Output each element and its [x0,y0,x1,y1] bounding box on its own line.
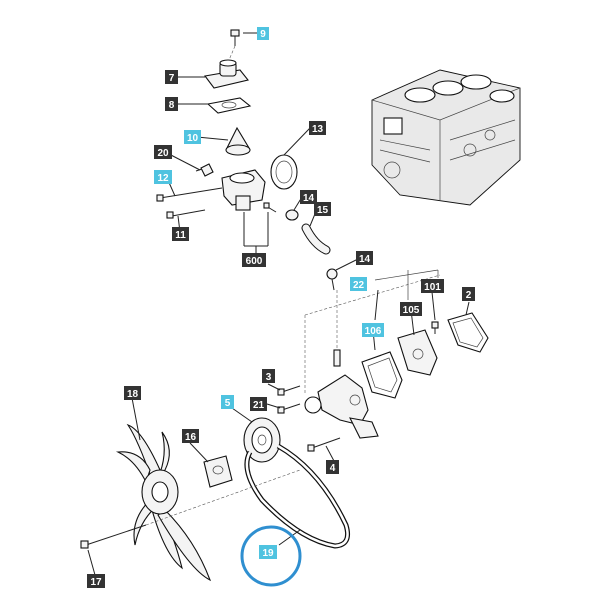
label-text: 105 [403,305,420,316]
label-text: 14 [359,254,371,265]
label-text: 12 [157,173,169,184]
gasket-2 [447,312,489,353]
label-text: 11 [175,230,186,241]
label-text: 16 [185,432,197,443]
label-600[interactable]: 600 [242,253,266,267]
label-text: 15 [317,205,329,216]
label-10[interactable]: 10 [184,130,201,144]
bolt-17 [80,524,147,549]
label-text: 7 [169,73,175,84]
label-20[interactable]: 20 [154,145,172,159]
label-text: 20 [157,148,169,159]
label-2[interactable]: 2 [462,287,475,301]
hose-15 [301,223,331,255]
gasket-8 [206,97,252,114]
bolt-12 [156,187,223,202]
label-text: 17 [90,577,102,588]
spacer-16 [203,455,233,488]
label-text: 5 [225,398,231,409]
plate-105 [397,329,438,376]
label-101[interactable]: 101 [421,279,444,293]
label-15[interactable]: 15 [314,202,331,216]
label-text: 4 [330,463,336,474]
label-14-top[interactable]: 14 [300,190,317,204]
clamp-14-top [285,209,299,221]
label-text: 600 [246,256,263,267]
label-text: 19 [262,548,274,559]
label-text: 18 [127,389,139,400]
bolt-11 [166,209,206,219]
label-4[interactable]: 4 [326,460,339,474]
leader-lines [87,32,470,576]
label-18[interactable]: 18 [124,386,141,400]
label-text: 22 [353,280,365,291]
fan-axis-line [145,469,301,526]
thermostat-cover-7 [204,59,249,89]
label-12[interactable]: 12 [154,170,172,184]
gasket-13 [270,154,298,190]
label-text: 21 [253,400,265,411]
label-text: 101 [424,282,441,293]
label-11[interactable]: 11 [172,227,189,241]
bolt-small [263,202,277,213]
highlight-circle [240,525,302,587]
label-7[interactable]: 7 [165,70,178,84]
label-text: 14 [303,193,315,204]
label-21[interactable]: 21 [250,397,267,411]
sensor-20 [195,163,214,177]
label-106[interactable]: 106 [362,323,384,337]
label-17[interactable]: 17 [87,574,105,588]
tube [333,290,341,367]
label-text: 3 [266,372,272,383]
label-19[interactable]: 19 [259,545,277,559]
fan-18 [115,423,212,582]
label-9[interactable]: 9 [257,27,269,40]
bracket-600 [243,212,269,254]
label-text: 106 [365,326,382,337]
label-text: 13 [312,124,324,135]
label-14-lower[interactable]: 14 [356,251,373,265]
thermostat-10 [225,126,251,156]
label-text: 2 [466,290,472,301]
pulley-5 [243,417,281,463]
bolt-101 [431,321,439,334]
label-text: 8 [169,100,175,111]
bolt-3 [277,385,301,396]
bolt-21 [277,403,301,414]
gasket-106 [361,351,403,399]
label-text: 9 [260,29,266,40]
label-13[interactable]: 13 [309,121,326,135]
engine-block [371,69,521,206]
label-22[interactable]: 22 [350,277,367,291]
clamp-14-lower [326,268,338,291]
label-3[interactable]: 3 [262,369,275,383]
label-105[interactable]: 105 [400,302,422,316]
label-5[interactable]: 5 [221,395,234,409]
guide-lines [304,269,441,395]
label-16[interactable]: 16 [182,429,199,443]
thermostat-housing [221,169,266,211]
label-8[interactable]: 8 [165,97,178,111]
water-pump [304,374,379,439]
bolt-4 [307,437,341,452]
v-belt-19 [244,443,351,549]
label-text: 10 [187,133,199,144]
bolt-9 [228,29,240,61]
